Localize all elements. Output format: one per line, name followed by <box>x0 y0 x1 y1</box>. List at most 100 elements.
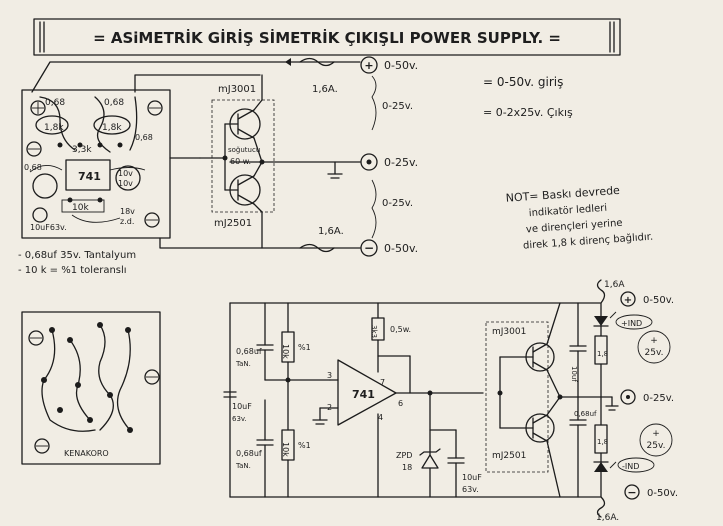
cap2-label: 10uF <box>232 402 252 411</box>
wire-plus-rail <box>31 61 361 93</box>
led-top-label: +IND <box>621 319 642 328</box>
capacitor-icon <box>569 302 587 398</box>
fuse-icon <box>596 496 606 518</box>
heatsink-label: soğutucu <box>228 146 260 154</box>
transistor-pnp-icon <box>229 174 263 249</box>
res1-tol: %1 <box>298 343 311 352</box>
res3-power: 0,5w. <box>390 325 411 334</box>
terminal-ground-icon <box>360 153 378 171</box>
note-block: NOT= Baskı devrede indikatör ledleri ve … <box>505 184 653 252</box>
mounting-hole-icon <box>28 330 44 346</box>
cap1-type: TaN. <box>235 360 251 368</box>
heatsink-outline <box>485 321 549 473</box>
arrow-icon <box>285 58 291 66</box>
transistor1-label: mJ3001 <box>218 84 256 95</box>
title-text: = ASiMETRİK GİRİŞ SİMETRİK ÇIKIŞLI POWER… <box>93 28 561 47</box>
mounting-hole-icon <box>34 438 50 454</box>
pcb-label-r2: 1,8k <box>102 123 122 133</box>
capacitor-icon <box>447 429 465 498</box>
pcb-label-zd: 18v <box>120 207 135 216</box>
pcb-label-r3: 3,3k <box>72 145 92 155</box>
mounting-hole-icon <box>30 100 46 116</box>
badge-top-value: 25v. <box>645 348 664 358</box>
wire-minus-rail <box>159 237 361 249</box>
spec-output: = 0-2x25v. Çıkış <box>483 106 573 119</box>
output-label-bottom: 0-50v. <box>384 242 418 255</box>
mounting-hole-icon <box>32 207 48 223</box>
zener-value: 18 <box>402 463 412 472</box>
ground-icon <box>327 161 343 179</box>
top-schematic: 1,6A. + 0-50v. 0-25v. 0-25v. 0-25v. 1,6A… <box>199 56 418 257</box>
capacitor-icon <box>256 302 274 381</box>
ground-icon <box>605 396 619 411</box>
terminal-ground-icon <box>620 389 636 405</box>
transistor2-label: mJ2501 <box>214 218 252 229</box>
terminal-minus-icon <box>360 239 378 257</box>
note-line1: NOT= Baskı devrede <box>505 184 620 205</box>
pcb-label-ic: 741 <box>78 170 101 183</box>
rres1-label: 1,8 <box>597 350 608 358</box>
output-top-label: 0-50v. <box>643 295 674 306</box>
mounting-hole-icon <box>147 100 163 116</box>
cap4-label: 10uF <box>462 473 482 482</box>
led-icon <box>593 461 617 472</box>
pcb-label-c4: 10v <box>118 169 133 178</box>
heatsink-outline <box>211 99 275 213</box>
terminal-plus-sign: + <box>364 59 373 72</box>
bottom-transistor2-label: mJ2501 <box>492 451 526 461</box>
mounting-hole-icon <box>144 369 160 385</box>
output-label-lower-half: 0-25v. <box>382 198 413 209</box>
note-line2: indikatör ledleri <box>528 203 607 219</box>
voltage-badge-top <box>637 330 671 364</box>
opamp-pin7: 7 <box>380 378 385 387</box>
output-bottom-label: 0-50v. <box>647 488 678 499</box>
pcb-label-c3: 10uF63v. <box>30 223 67 232</box>
led-icon <box>593 311 617 327</box>
terminal-top-sign: + <box>624 295 632 306</box>
pcb-copper-layout: KENAKORO <box>21 311 161 465</box>
pcb-label-r4: 10k <box>72 203 89 213</box>
pcb-label-c6: 0,68 <box>135 133 153 142</box>
wire-base-drive <box>134 74 261 93</box>
output-label-center: 0-25v. <box>384 156 418 169</box>
capacitor-icon <box>569 396 587 498</box>
opamp-pin4: 4 <box>378 413 383 422</box>
heatsink-power: 60 w. <box>230 157 251 166</box>
pcb-label-r1: 1,8k <box>44 123 64 133</box>
bottom-schematic: 0,68uf TaN. 10uF 63v. 0,68uf TaN. 10k %1… <box>223 279 678 523</box>
zener-diode-icon <box>419 448 441 469</box>
opamp-label: 741 <box>352 388 375 401</box>
cap1-label: 0,68uf <box>236 347 262 356</box>
ground-icon <box>312 407 328 425</box>
cap3-label: 0,68uf <box>236 449 262 458</box>
fuse1-label: 1,6A. <box>312 84 338 95</box>
pcb-label-c2: 0,68 <box>104 98 124 108</box>
cap4-voltage: 63v. <box>462 485 479 494</box>
terminal-minus-sign: − <box>364 241 374 255</box>
res1-label: 10k <box>281 344 290 359</box>
spec-input: = 0-50v. giriş <box>483 75 563 89</box>
bottom-transistor1-label: mJ3001 <box>492 327 526 337</box>
note-line3: ve dirençleri yerine <box>526 218 623 236</box>
badge-top-sign: + <box>650 336 658 346</box>
capacitor-icon <box>256 399 274 498</box>
fuse2-label: 1,6A. <box>318 226 344 237</box>
fuse-icon <box>299 57 335 67</box>
fuse-top-label: 1,6A <box>604 280 625 290</box>
pcb-label-cap-a: 10v <box>118 179 133 188</box>
led-bottom-label: -IND <box>622 462 639 471</box>
terminal-minus-icon <box>624 484 640 500</box>
pcb-label-zd2: z.d. <box>120 217 134 226</box>
pcb-label-c1: 0,68 <box>45 98 65 108</box>
res2-tol: %1 <box>298 441 311 450</box>
pcb-component-layout: 0,68 0,68 1,8k 1,8k 3,3k 741 10k 10uF63v… <box>21 89 171 239</box>
fuse-icon <box>299 243 335 253</box>
rcap2-label: 0,68uf <box>574 410 597 418</box>
rres2-label: 1,8 <box>597 438 608 446</box>
fuse-bottom-label: 1,6A. <box>596 513 619 523</box>
pcb-note-2: - 10 k = %1 toleranslı <box>18 265 127 276</box>
rcap1-label: 10uf <box>570 366 578 382</box>
opamp-pin6: 6 <box>398 399 403 408</box>
res3-label: 3k3 <box>370 325 378 338</box>
